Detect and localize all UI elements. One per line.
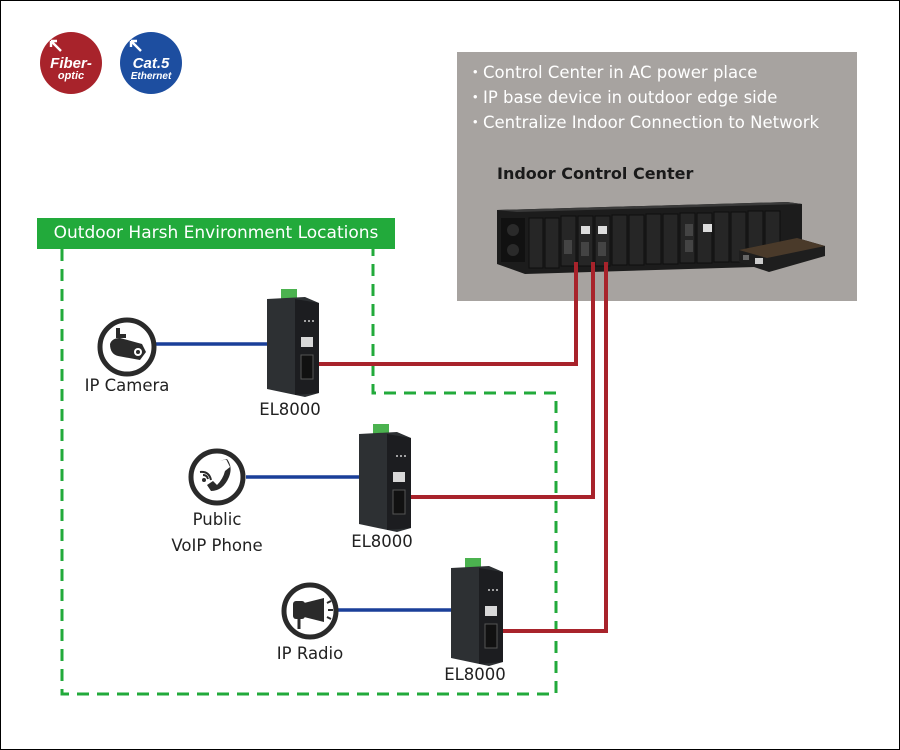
fiber-link-camera xyxy=(318,262,578,366)
endpoint-label-phone-line2: VoIP Phone xyxy=(171,536,263,555)
legend-cat5-ethernet: Cat.5 Ethernet xyxy=(120,32,182,94)
endpoint-label-camera: IP Camera xyxy=(84,376,170,395)
control-center-panel: ・Control Center in AC power place ・IP ba… xyxy=(457,52,857,301)
arrow-up-left-icon xyxy=(129,39,142,52)
loudspeaker-icon xyxy=(281,582,339,640)
legend-fiber-main: Fiber- xyxy=(50,55,92,72)
bullet-item: ・IP base device in outdoor edge side xyxy=(467,88,778,107)
legend-cat5-sub: Ethernet xyxy=(130,71,172,82)
control-center-bullets: ・Control Center in AC power place ・IP ba… xyxy=(467,60,819,135)
bullet-item: ・Centralize Indoor Connection to Network xyxy=(467,113,820,132)
legend-fiber-optic: Fiber- optic xyxy=(40,32,102,94)
phone-icon xyxy=(188,448,246,506)
el8000-device-radio xyxy=(451,558,503,666)
endpoint-label-radio: IP Radio xyxy=(276,644,344,663)
bullet-item: ・Control Center in AC power place xyxy=(467,63,758,82)
ip-camera-icon xyxy=(97,317,157,377)
el8000-device-camera xyxy=(267,289,319,397)
el8000-device-phone xyxy=(359,424,411,532)
arrow-up-left-icon xyxy=(49,39,62,52)
device-label-phone: EL8000 xyxy=(351,532,413,551)
fiber-link-phone xyxy=(410,262,595,499)
device-label-radio: EL8000 xyxy=(444,665,506,684)
legend-fiber-sub: optic xyxy=(57,70,85,82)
rack-chassis-image xyxy=(497,202,825,274)
outdoor-section-title: Outdoor Harsh Environment Locations xyxy=(37,218,395,249)
outdoor-boundary xyxy=(60,249,558,696)
fiber-link-radio xyxy=(500,262,608,633)
legend-cat5-main: Cat.5 xyxy=(132,55,170,72)
control-center-title: Indoor Control Center xyxy=(497,164,694,183)
device-label-camera: EL8000 xyxy=(259,400,321,419)
endpoint-label-phone-line1: Public xyxy=(192,510,242,529)
